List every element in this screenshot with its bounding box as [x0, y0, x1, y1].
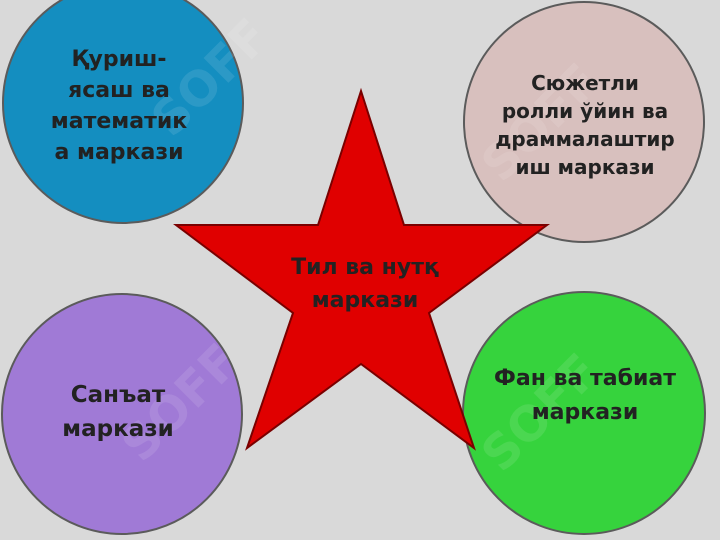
center-label: Тил ва нутқ маркази: [291, 255, 439, 313]
node-circle-role-play: [463, 1, 705, 243]
node-label-construction-math: Қуриш- ясаш ва математик а маркази: [50, 47, 188, 165]
node-label-art: Санъат маркази: [62, 382, 174, 442]
node-circle-art: [1, 293, 243, 535]
node-label-science-nature: Фан ва табиат маркази: [494, 366, 676, 425]
center-star: [173, 87, 551, 451]
node-label-role-play: Сюжетли ролли ўйин ва драммалаштир иш ма…: [495, 71, 675, 179]
node-circle-construction-math: [2, 0, 244, 224]
